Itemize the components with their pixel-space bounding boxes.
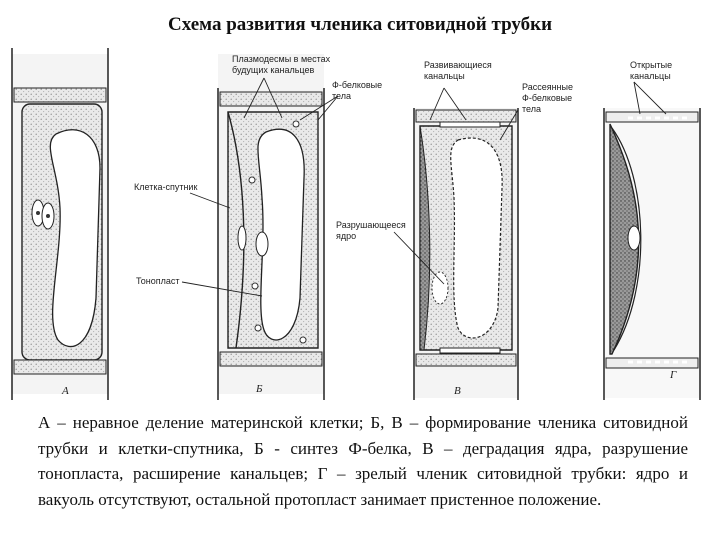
- leader-lines: [181, 77, 667, 297]
- label-companion-cell: Клетка-спутник: [134, 182, 197, 192]
- label-developing-line1: Развивающиеся: [424, 60, 492, 70]
- caption-text: А – неравное деление материнской клетки;…: [38, 413, 688, 509]
- label-plasmodesmata-line1: Плазмодесмы в местах: [232, 54, 331, 64]
- label-dispersed-line1: Рассеянные: [522, 82, 573, 92]
- panel-letter-g: Г: [669, 369, 677, 381]
- label-f-protein-line1: Ф-белковые: [332, 80, 382, 90]
- panel-a-cell: [11, 48, 109, 400]
- label-open-line1: Открытые: [630, 60, 672, 70]
- label-open-line2: канальцы: [630, 71, 671, 81]
- label-dispersed-line2: Ф-белковые: [522, 93, 572, 103]
- sieve-tube-diagram: Плазмодесмы в местах будущих канальцев Ф…: [0, 48, 720, 400]
- panel-letter-v: В: [454, 385, 461, 397]
- label-f-protein-line2: тела: [332, 91, 351, 101]
- figure-caption: А – неравное деление материнской клетки;…: [38, 410, 688, 512]
- panel-v-cell: [413, 108, 519, 400]
- panel-letter-a: А: [61, 385, 69, 397]
- panel-b-cell: [217, 54, 325, 400]
- panel-g-cell: [603, 108, 701, 400]
- label-dispersed-line3: тела: [522, 104, 541, 114]
- label-nucleus-line1: Разрушающееся: [336, 220, 406, 230]
- label-plasmodesmata-line2: будущих канальцев: [232, 65, 314, 75]
- label-nucleus-line2: ядро: [336, 231, 356, 241]
- diagram-svg: Плазмодесмы в местах будущих канальцев Ф…: [11, 48, 701, 400]
- panel-letter-b: Б: [255, 383, 263, 395]
- label-tonoplast: Тонопласт: [136, 276, 180, 286]
- page-title: Схема развития членика ситовидной трубки: [167, 14, 553, 35]
- label-developing-line2: канальцы: [424, 71, 465, 81]
